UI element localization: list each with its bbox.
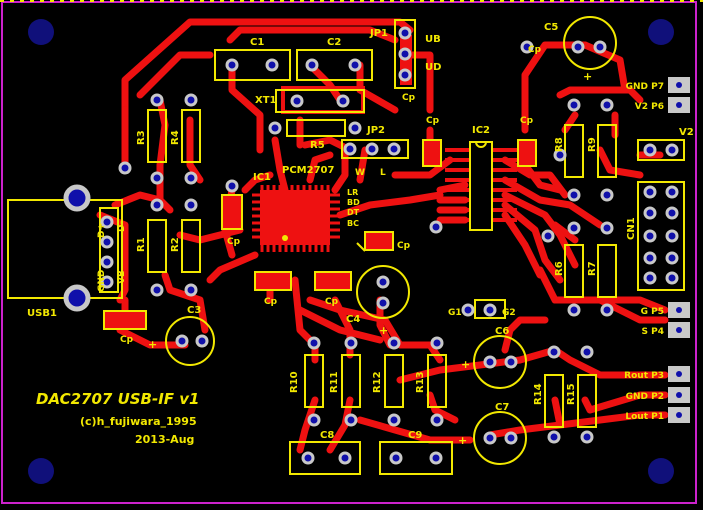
- mounting-holes: [28, 19, 674, 484]
- label-plus-c3: +: [148, 338, 157, 351]
- label-bd: BD: [347, 198, 360, 207]
- label-plus-c5: +: [583, 70, 592, 83]
- label-r11: R11: [329, 371, 340, 393]
- label-c9: C9: [408, 430, 422, 441]
- label-r8: R8: [554, 137, 565, 152]
- label-w: W: [355, 168, 365, 178]
- silkscreen-labels: C1 C2 JP1 UB UD Cp XT1 R5 JP2 W L IC1 PC…: [27, 22, 694, 447]
- label-r12: R12: [372, 371, 383, 393]
- label-ic2: IC2: [472, 125, 490, 136]
- edge-pads: [668, 77, 690, 423]
- label-r1: R1: [136, 237, 147, 252]
- label-c5: C5: [544, 22, 558, 33]
- label-cp-left: Cp: [227, 237, 241, 247]
- ic1-chip: [252, 185, 340, 252]
- label-plus-c4: +: [379, 324, 388, 337]
- label-c1: C1: [250, 37, 264, 48]
- label-v2: V2: [679, 127, 694, 138]
- board-title-block: DAC2707 USB-IF v1 (c)h_fujiwara_1995 201…: [36, 390, 199, 446]
- label-cp-c5: Cp: [528, 45, 542, 55]
- label-r5: R5: [310, 140, 325, 151]
- pin-label-p2: GND P2: [626, 392, 664, 402]
- label-r4: R4: [170, 130, 181, 145]
- label-xt1: XT1: [255, 95, 277, 106]
- label-jp2: JP2: [366, 125, 385, 136]
- label-r2: R2: [170, 237, 181, 252]
- label-r9: R9: [587, 137, 598, 152]
- label-r6: R6: [554, 261, 565, 276]
- label-c7: C7: [495, 402, 509, 413]
- label-r13: R13: [415, 371, 426, 393]
- through-hole-pads: [100, 26, 679, 465]
- label-ic1: IC1: [253, 172, 271, 183]
- pin-label-p7: GND P7: [626, 82, 664, 92]
- label-g2: G2: [502, 308, 516, 318]
- label-r15: R15: [566, 383, 577, 405]
- label-cp-ic2-right: Cp: [520, 116, 534, 126]
- pin-label-p6: V2 P6: [635, 102, 664, 112]
- edge-pin-labels: GND P7 V2 P6 G P5 S P4 Rout P3 GND P2 Lo…: [624, 82, 664, 422]
- label-c8: C8: [320, 430, 334, 441]
- label-lr: LR: [347, 188, 358, 197]
- label-jp1: JP1: [369, 28, 388, 39]
- label-c2: C2: [327, 37, 341, 48]
- usb-shield-pads: [63, 184, 91, 312]
- board-credit: (c)h_fujiwara_1995: [80, 415, 197, 428]
- label-cp-ic2-left: Cp: [426, 116, 440, 126]
- label-usb1: USB1: [27, 308, 57, 319]
- label-r10: R10: [289, 371, 300, 393]
- ic2-chip: [445, 141, 517, 231]
- pin-label-p3: Rout P3: [624, 371, 664, 381]
- label-cp-ic1: Cp: [397, 241, 411, 251]
- board-title: DAC2707 USB-IF v1: [36, 390, 199, 408]
- label-c3: C3: [187, 305, 201, 316]
- label-c6: C6: [495, 326, 509, 337]
- board-date: 2013-Aug: [135, 433, 194, 446]
- label-cp-jp1: Cp: [402, 93, 416, 103]
- label-r3: R3: [136, 130, 147, 145]
- label-bc: BC: [347, 219, 359, 228]
- label-vb: VB: [117, 270, 127, 284]
- silkscreen-outlines: [7, 16, 685, 475]
- label-cp-usb: Cp: [120, 335, 134, 345]
- label-cp-bottom2: Cp: [325, 297, 339, 307]
- label-r7: R7: [587, 261, 598, 276]
- label-plus-c6: +: [461, 358, 470, 371]
- label-cp-bottom1: Cp: [264, 297, 278, 307]
- label-plus-c7: +: [458, 434, 467, 447]
- pin-label-p5: G P5: [641, 307, 664, 317]
- label-dplus: D+: [97, 223, 107, 238]
- pin-label-p1: Lout P1: [625, 412, 664, 422]
- label-dminus: D-: [117, 220, 127, 232]
- label-l: L: [380, 168, 386, 178]
- label-ud: UD: [425, 62, 441, 73]
- label-dt: DT: [347, 208, 360, 217]
- label-c4: C4: [346, 314, 360, 325]
- label-g1: G1: [448, 308, 462, 318]
- label-ub: UB: [425, 34, 441, 45]
- copper-traces: [96, 18, 669, 454]
- label-cn1: CN1: [626, 217, 637, 240]
- label-ic1-part: PCM2707: [282, 165, 334, 176]
- pin-label-p4: S P4: [642, 327, 664, 337]
- label-r14: R14: [533, 383, 544, 405]
- label-gnd-usb: GND: [97, 270, 107, 292]
